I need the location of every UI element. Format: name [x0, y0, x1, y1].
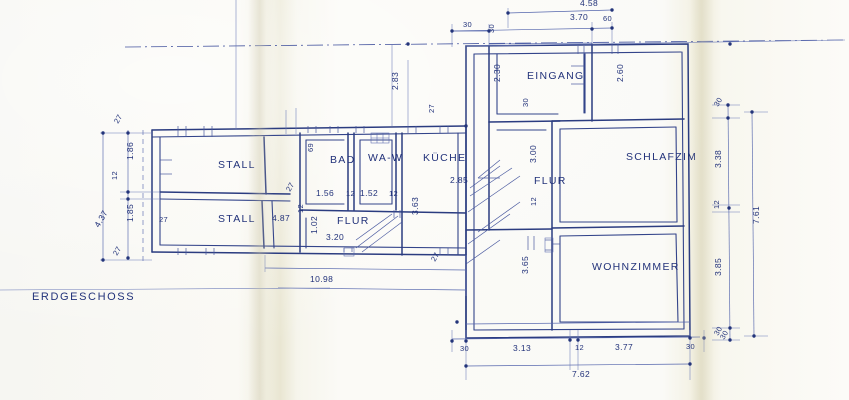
eingang-walls: [488, 43, 593, 123]
dimension-t_30b: 30: [487, 24, 496, 33]
dimension-i_320: 3.20: [326, 232, 344, 242]
dimension-l_437: 4.37: [92, 208, 110, 229]
flur-left-walls: [299, 209, 403, 257]
dimension-b_12: 12: [575, 343, 584, 352]
flur-right-walls: [465, 121, 553, 265]
room-label-flur_right: FLUR: [534, 175, 567, 187]
bottom-dimension-chain: [264, 255, 706, 380]
right-block-walls: [465, 43, 691, 339]
room-label-flur_left: FLUR: [337, 215, 370, 227]
dimension-i_365: 3.65: [520, 256, 530, 274]
top-dimension-chain: [450, 8, 614, 47]
dimension-l_12: 12: [110, 171, 119, 180]
dimension-i_152: 1.52: [360, 188, 378, 198]
wohnzimmer-walls: [544, 228, 679, 331]
dimension-i_12a: 12: [346, 189, 355, 198]
dimension-b_377: 3.77: [615, 342, 633, 352]
dimension-i_27d: 27: [427, 104, 436, 113]
dimension-r_338: 3.38: [713, 150, 723, 168]
dimension-i_363: 3.63: [410, 197, 420, 215]
dimension-b_30b: 30: [686, 342, 695, 351]
left-dimension-chain: [100, 130, 160, 262]
schlafzimmer-walls: [551, 118, 685, 229]
dimension-l_185: 1.85: [125, 204, 135, 222]
dimension-i_27e: 27: [429, 251, 441, 263]
block-junction: [439, 125, 467, 339]
stall-walls: [159, 126, 291, 255]
dimension-i_260: 2.60: [615, 64, 625, 82]
dimension-l_27b: 27: [111, 245, 123, 257]
room-label-schlafzimmer: SCHLAFZIM: [626, 151, 697, 163]
room-label-stall_upper: STALL: [218, 159, 256, 171]
dimension-i_27c: 27: [284, 181, 296, 193]
dimension-i_300: 3.00: [528, 145, 538, 163]
dimension-i_230: 2.30: [492, 64, 502, 82]
dimension-i_69: 69: [306, 143, 315, 152]
dimension-i_283: 2.83: [390, 72, 400, 90]
room-label-wohnzimmer: WOHNZIMMER: [592, 261, 680, 273]
dimension-i_12c: 12: [296, 204, 305, 213]
page-title: ERDGESCHOSS: [32, 291, 135, 303]
dimension-t_458: 4.58: [580, 0, 598, 8]
room-label-bad: BAD: [330, 154, 356, 166]
dimension-i_12d: 12: [529, 197, 538, 206]
openings-right: [527, 44, 619, 250]
dimension-t_370: 3.70: [570, 12, 588, 22]
dimension-b_30c: 30: [718, 329, 730, 341]
dimension-i_27_stall: 27: [159, 215, 168, 224]
dimension-i_156: 1.56: [316, 188, 334, 198]
dimension-r_761: 7.61: [751, 206, 761, 224]
dimension-r_12: 12: [712, 200, 721, 209]
dimension-i_12b: 12: [389, 189, 398, 198]
dimension-i_30c: 30: [521, 98, 530, 107]
dimension-i_487: 4.87: [272, 213, 290, 223]
dimension-b_313: 3.13: [513, 343, 531, 353]
room-label-kueche: KÜCHE: [423, 152, 466, 164]
dimension-r_385: 3.85: [713, 258, 723, 276]
dimension-l_27a: 27: [112, 113, 124, 125]
dimension-i_1098: 10.98: [310, 274, 333, 284]
room-label-wa_w: WA-W: [368, 152, 403, 164]
construction-lines: [0, 0, 846, 291]
dimension-t_30a: 30: [463, 20, 472, 29]
room-label-group: STALL STALL BAD WA-W KÜCHE FLUR EINGANG FLUR SCH…: [218, 70, 697, 273]
dimension-r_30a: 30: [712, 96, 724, 108]
dimension-b_30a: 30: [460, 344, 469, 353]
dimension-l_186: 1.86: [125, 142, 135, 160]
dimension-b_762: 7.62: [572, 369, 590, 379]
dimension-i_102: 1.02: [309, 216, 319, 234]
dimension-r_30b: 30: [712, 325, 724, 337]
axis-centerlines: [124, 39, 846, 48]
middle-rooms-walls: [299, 126, 467, 214]
room-label-stall_lower: STALL: [218, 213, 256, 225]
room-label-eingang: EINGANG: [527, 70, 585, 82]
dimension-t_60: 60: [603, 14, 612, 23]
dimension-i_285: 2.85: [450, 175, 468, 185]
right-dimension-chain: [712, 103, 768, 342]
